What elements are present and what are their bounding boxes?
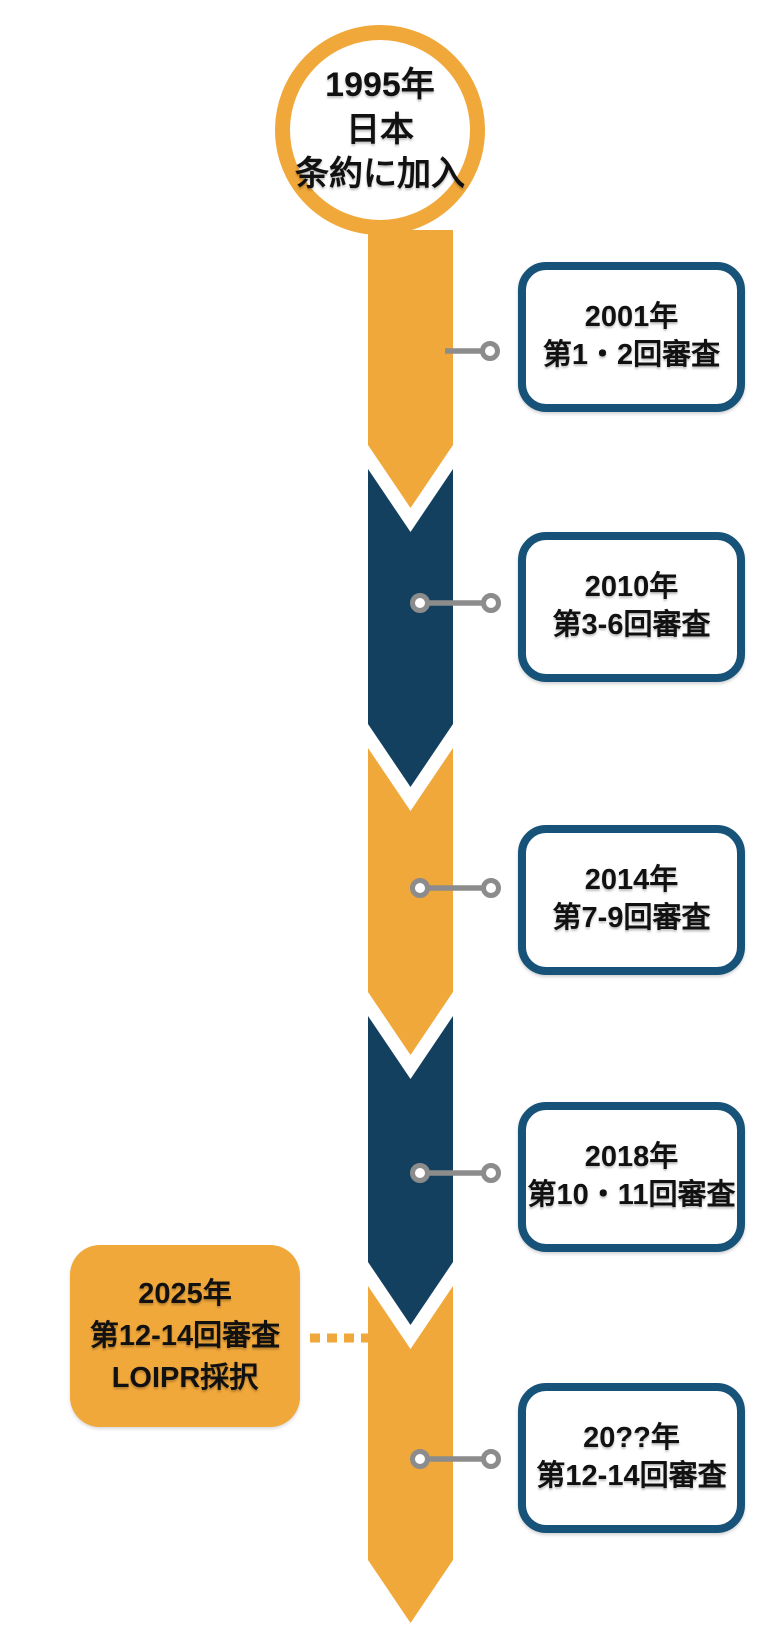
start-node-line: 1995年	[325, 65, 435, 104]
connector-node-icon	[481, 1449, 501, 1469]
milestone-box-2014: 2014年 第7-9回審査	[518, 825, 745, 975]
connector-node-icon	[481, 878, 501, 898]
connector-node-icon	[410, 1449, 430, 1469]
milestone-year: 2001年	[584, 301, 679, 334]
connector-2001	[445, 341, 500, 361]
milestone-year: 2010年	[584, 571, 679, 604]
highlight-box-2025: 2025年 第12-14回審査 LOIPR採択	[70, 1245, 300, 1427]
milestone-year: 20??年	[583, 1422, 680, 1455]
highlight-line: LOIPR採択	[111, 1362, 259, 1395]
milestone-box-20xx: 20??年 第12-14回審査	[518, 1383, 745, 1533]
timeline-segment-3	[368, 748, 453, 1055]
connector-node-icon	[481, 1163, 501, 1183]
milestone-label: 第12-14回審査	[536, 1460, 727, 1492]
highlight-line: 第12-14回審査	[89, 1319, 281, 1352]
connector-2010	[410, 593, 501, 613]
start-node-line: 条約に加入	[295, 155, 465, 194]
timeline-segment-2	[368, 469, 453, 787]
start-node: 1995年 日本 条約に加入	[275, 25, 485, 235]
milestone-year: 2018年	[584, 1141, 679, 1174]
connector-node-icon	[481, 593, 501, 613]
milestone-box-2010: 2010年 第3-6回審査	[518, 532, 745, 682]
timeline-segment-1	[368, 230, 453, 508]
start-node-line: 日本	[346, 110, 414, 149]
highlight-line: 2025年	[138, 1277, 232, 1310]
connector-node-icon	[410, 593, 430, 613]
milestone-box-2018: 2018年 第10・11回審査	[518, 1102, 745, 1252]
milestone-label: 第10・11回審査	[527, 1179, 736, 1211]
connector-node-icon	[410, 878, 430, 898]
connector-2014	[410, 878, 501, 898]
connector-2018	[410, 1163, 501, 1183]
milestone-year: 2014年	[584, 864, 679, 897]
timeline-segment-5	[368, 1286, 453, 1623]
connector-20xx	[410, 1449, 501, 1469]
connector-node-icon	[410, 1163, 430, 1183]
milestone-box-2001: 2001年 第1・2回審査	[518, 262, 745, 412]
milestone-label: 第3-6回審査	[552, 609, 711, 641]
connector-node-icon	[480, 341, 500, 361]
milestone-label: 第1・2回審査	[542, 339, 721, 371]
milestone-label: 第7-9回審査	[552, 902, 711, 934]
